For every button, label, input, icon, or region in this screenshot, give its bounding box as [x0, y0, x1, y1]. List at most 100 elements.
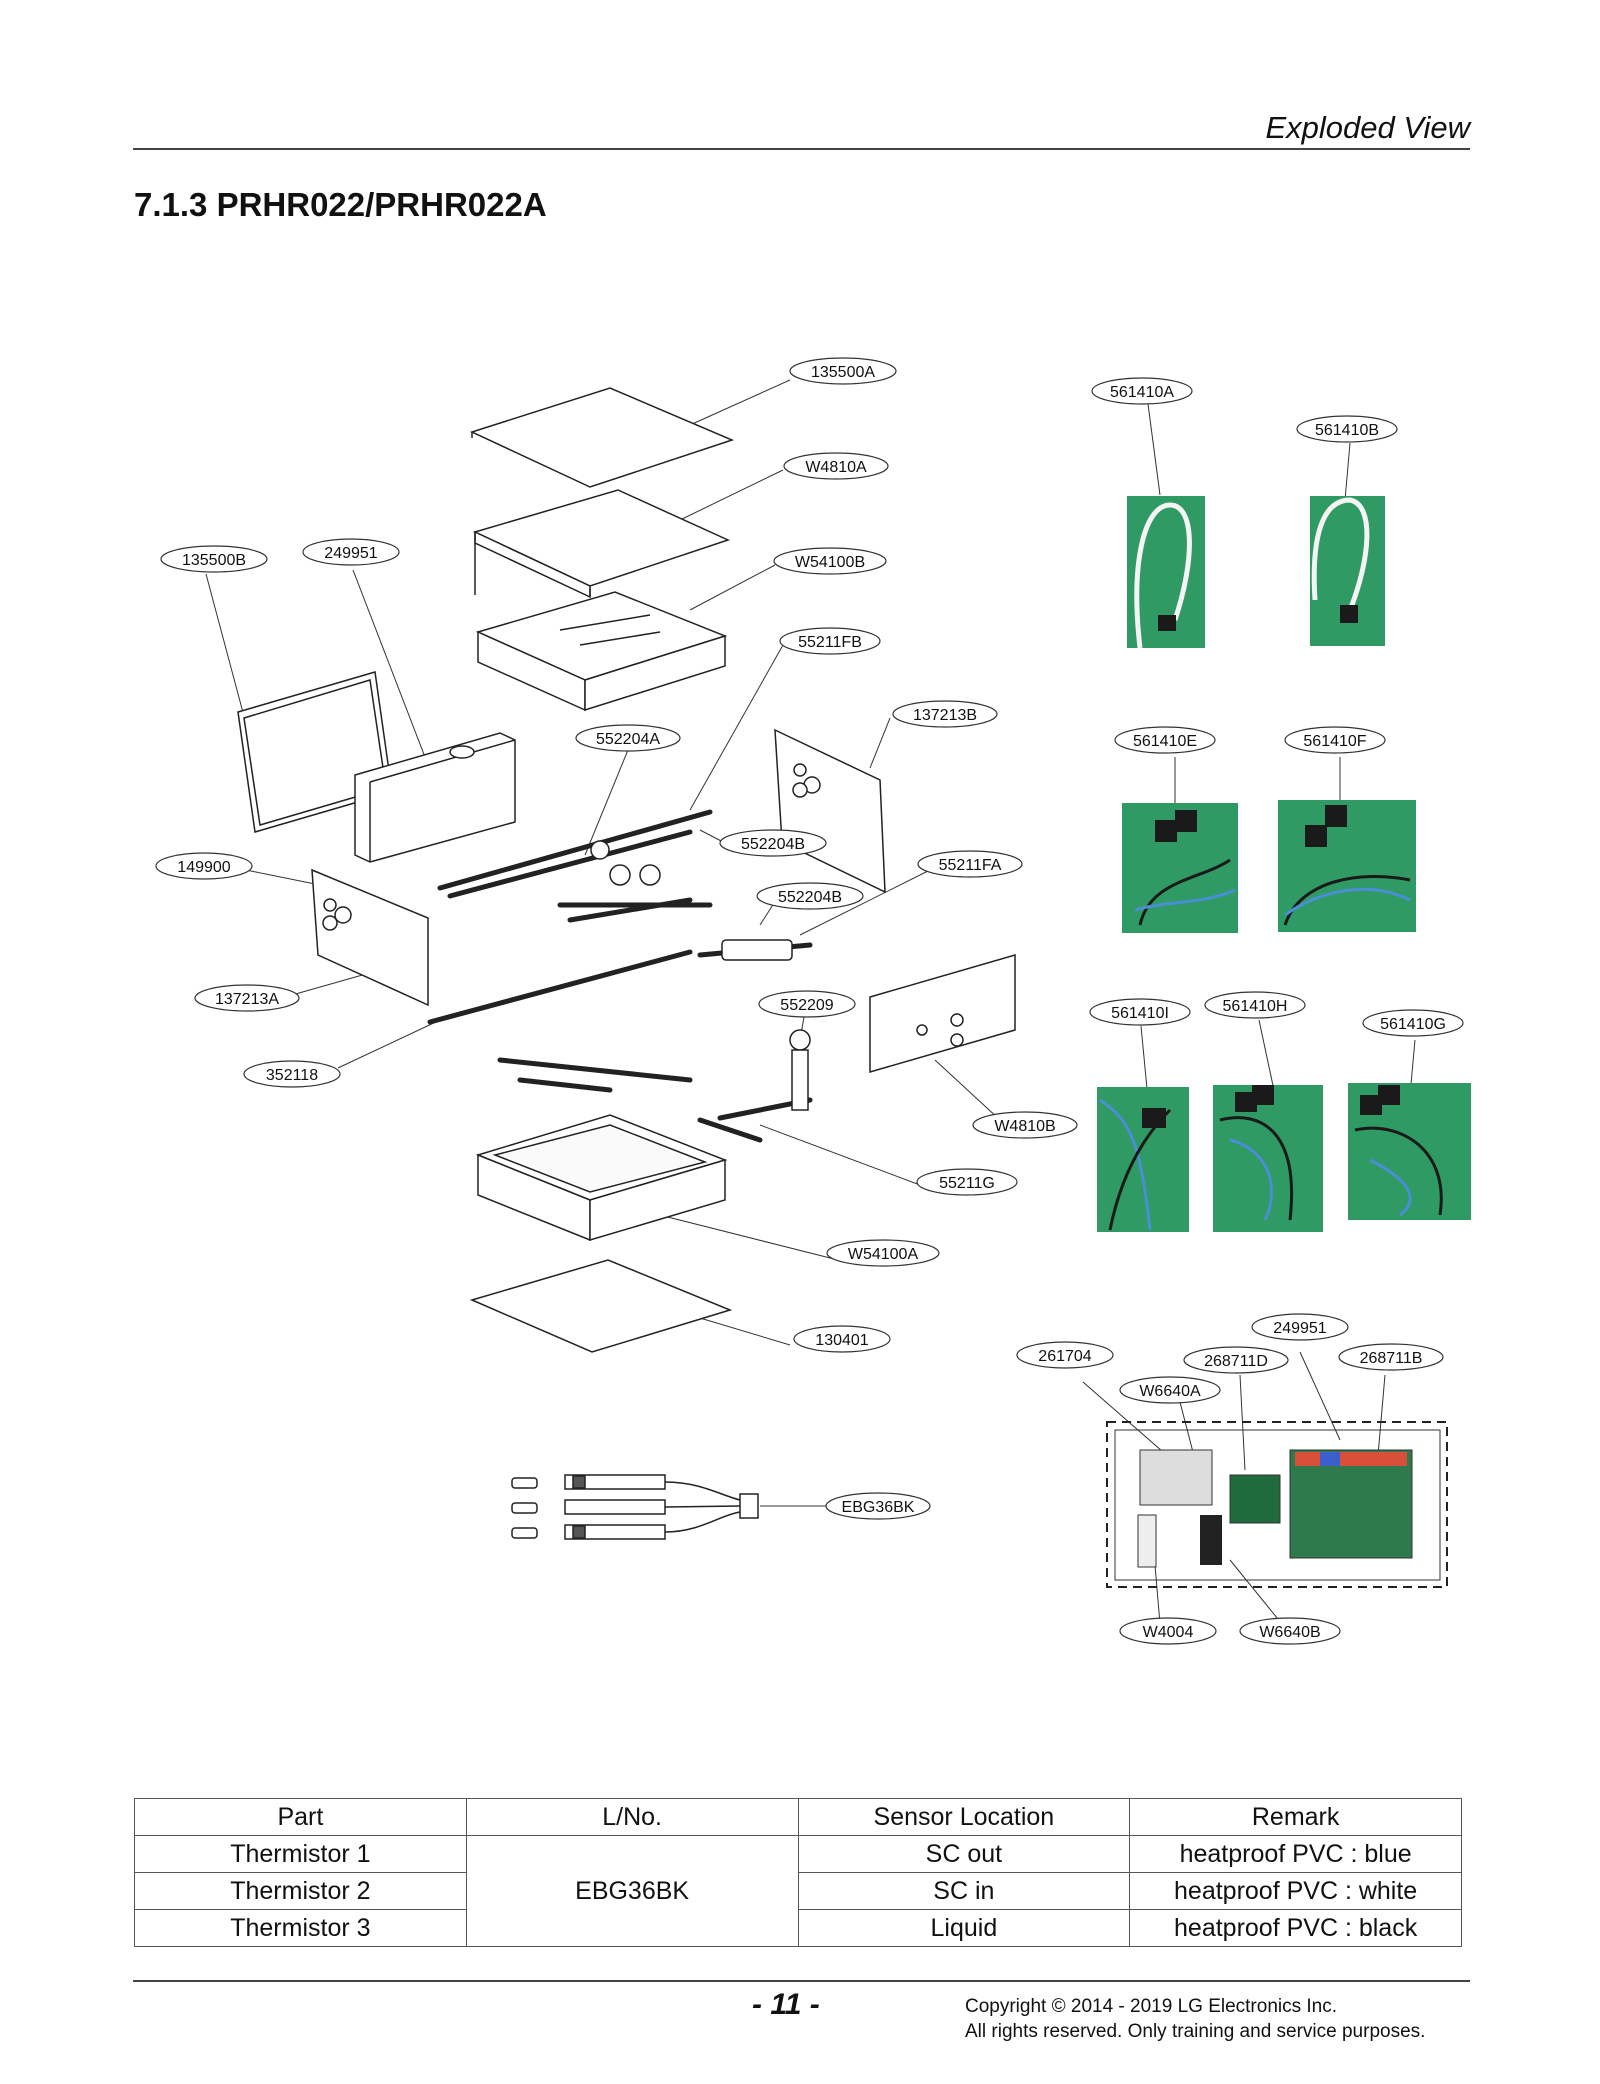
- footer-rule: [133, 1980, 1470, 1982]
- thermistor-table: Part L/No. Sensor Location Remark Thermi…: [134, 1798, 1462, 1947]
- callout-561410I: 561410I: [1089, 998, 1191, 1026]
- cell-lno: EBG36BK: [465, 1835, 799, 1947]
- svg-text:352118: 352118: [266, 1067, 318, 1084]
- copyright-line-1: Copyright © 2014 - 2019 LG Electronics I…: [965, 1996, 1338, 2017]
- svg-text:552204B: 552204B: [741, 836, 805, 853]
- callout-552204B-2: 552204B: [756, 882, 864, 910]
- callout-352118: 352118: [243, 1060, 341, 1088]
- svg-text:EBG36BK: EBG36BK: [842, 1499, 915, 1516]
- svg-text:561410G: 561410G: [1380, 1016, 1446, 1033]
- page-number: - 11 -: [752, 1988, 820, 2021]
- svg-text:135500A: 135500A: [811, 364, 875, 381]
- callout-268711B: 268711B: [1338, 1343, 1444, 1371]
- callout-561410F: 561410F: [1284, 726, 1386, 754]
- callout-561410A: 561410A: [1091, 377, 1193, 405]
- svg-text:261704: 261704: [1038, 1348, 1091, 1365]
- callout-561410H: 561410H: [1204, 991, 1306, 1019]
- svg-text:135500B: 135500B: [182, 552, 246, 569]
- cell-remark: heatproof PVC : black: [1129, 1909, 1462, 1947]
- header-sensor-location: Sensor Location: [797, 1798, 1131, 1836]
- harness-photo-561410H: [1213, 1085, 1323, 1232]
- callout-268711D: 268711D: [1183, 1346, 1289, 1374]
- svg-text:130401: 130401: [815, 1332, 868, 1349]
- callout-W4004: W4004: [1119, 1617, 1217, 1645]
- svg-text:W4810B: W4810B: [994, 1118, 1055, 1135]
- callout-137213A: 137213A: [194, 984, 300, 1012]
- callout-561410E: 561410E: [1114, 726, 1216, 754]
- svg-text:149900: 149900: [177, 859, 230, 876]
- callout-55211G: 55211G: [916, 1168, 1018, 1196]
- valve-components: [590, 840, 811, 1111]
- callout-552209: 552209: [758, 990, 856, 1018]
- cell-remark: heatproof PVC : blue: [1129, 1835, 1462, 1873]
- svg-text:561410F: 561410F: [1303, 733, 1366, 750]
- callout-552204B: 552204B: [719, 829, 827, 857]
- cell-part: Thermistor 3: [134, 1909, 467, 1947]
- header-remark: Remark: [1129, 1798, 1462, 1836]
- svg-text:561410I: 561410I: [1111, 1005, 1169, 1022]
- exploded-view-diagram: 135500A W4810A W54100B 55211FB 137213B 5…: [155, 357, 1471, 1645]
- callout-561410G: 561410G: [1362, 1009, 1464, 1037]
- svg-text:W6640A: W6640A: [1139, 1383, 1201, 1400]
- callout-261704: 261704: [1016, 1341, 1114, 1369]
- svg-text:W4004: W4004: [1143, 1624, 1194, 1641]
- svg-text:561410A: 561410A: [1110, 384, 1174, 401]
- table-row: Thermistor 1 EBG36BK SC out heatproof PV…: [134, 1835, 1462, 1947]
- callout-561410B: 561410B: [1296, 415, 1398, 443]
- cell-sensor: Liquid: [797, 1909, 1131, 1947]
- svg-text:55211FB: 55211FB: [798, 634, 862, 651]
- svg-text:268711B: 268711B: [1360, 1350, 1423, 1367]
- callout-149900: 149900: [155, 852, 253, 880]
- svg-text:W4810A: W4810A: [805, 459, 867, 476]
- callout-W4810A: W4810A: [783, 452, 889, 480]
- harness-photos: [1097, 496, 1471, 1232]
- page-title: 7.1.3 PRHR022/PRHR022A: [134, 186, 547, 223]
- svg-text:137213A: 137213A: [215, 991, 279, 1008]
- header-lno: L/No.: [465, 1798, 799, 1836]
- control-box: [1106, 1421, 1448, 1588]
- svg-text:W54100A: W54100A: [848, 1246, 919, 1263]
- svg-text:55211FA: 55211FA: [939, 857, 1002, 874]
- table-header-row: Part L/No. Sensor Location Remark: [134, 1798, 1462, 1836]
- cell-part: Thermistor 1: [134, 1835, 467, 1873]
- svg-text:552204B: 552204B: [778, 889, 842, 906]
- callout-135500B: 135500B: [160, 545, 268, 573]
- pipe-assemblies: [427, 809, 813, 1143]
- svg-text:137213B: 137213B: [913, 707, 977, 724]
- header-rule: [133, 148, 1470, 150]
- svg-text:W54100B: W54100B: [795, 554, 865, 571]
- section-header: Exploded View: [1265, 110, 1470, 145]
- callout-249951: 249951: [302, 538, 400, 566]
- callout-55211FA: 55211FA: [917, 850, 1023, 878]
- parts-drawing: [237, 387, 1016, 1353]
- svg-text:268711D: 268711D: [1204, 1353, 1268, 1370]
- svg-text:561410B: 561410B: [1315, 422, 1379, 439]
- callout-55211FB: 55211FB: [779, 627, 881, 655]
- callout-W4810B: W4810B: [972, 1111, 1078, 1139]
- svg-text:552209: 552209: [780, 997, 833, 1014]
- svg-text:W6640B: W6640B: [1259, 1624, 1320, 1641]
- callouts: 135500A W4810A W54100B 55211FB 137213B 5…: [155, 357, 1464, 1645]
- cell-sensor: SC in: [797, 1872, 1131, 1910]
- svg-text:552204A: 552204A: [596, 731, 660, 748]
- cell-part: Thermistor 2: [134, 1872, 467, 1910]
- callout-130401: 130401: [793, 1325, 891, 1353]
- copyright-line-2: All rights reserved. Only training and s…: [965, 2021, 1426, 2042]
- callout-EBG36BK: EBG36BK: [825, 1492, 931, 1520]
- table-row: Thermistor 2 SC in heatproof PVC : white: [134, 1872, 1462, 1910]
- callout-W6640A: W6640A: [1119, 1376, 1221, 1404]
- svg-text:561410H: 561410H: [1223, 998, 1288, 1015]
- thermistor-harness: [511, 1474, 759, 1540]
- svg-text:249951: 249951: [1273, 1320, 1326, 1337]
- svg-text:55211G: 55211G: [939, 1175, 995, 1192]
- callout-W6640B: W6640B: [1239, 1617, 1341, 1645]
- svg-text:249951: 249951: [324, 545, 377, 562]
- cell-remark: heatproof PVC : white: [1129, 1872, 1462, 1910]
- callout-552204A: 552204A: [575, 724, 681, 752]
- callout-W54100B: W54100B: [773, 547, 887, 575]
- callout-135500A: 135500A: [789, 357, 897, 385]
- top-cover: [469, 387, 735, 488]
- cell-sensor: SC out: [797, 1835, 1131, 1873]
- callout-137213B: 137213B: [892, 700, 998, 728]
- svg-text:561410E: 561410E: [1133, 733, 1197, 750]
